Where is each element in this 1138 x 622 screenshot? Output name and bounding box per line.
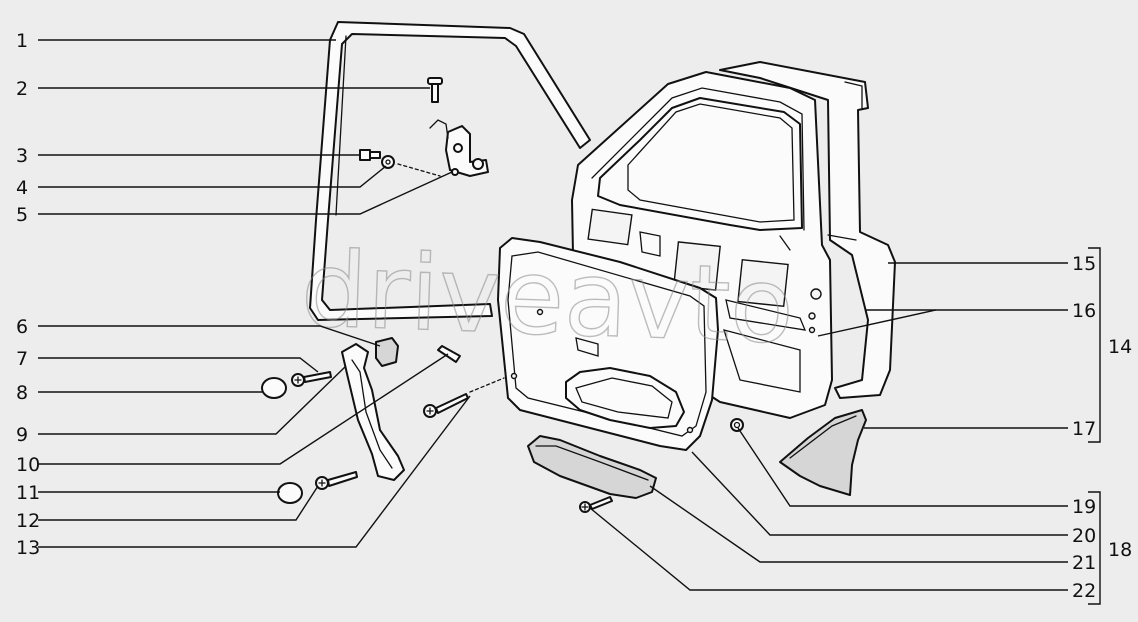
callout-20: 20: [1072, 525, 1096, 547]
callout-9: 9: [16, 424, 28, 446]
screw-7: [291, 371, 332, 387]
watermark-text: driveavto: [299, 228, 796, 367]
nut: [730, 418, 744, 432]
callout-17: 17: [1072, 418, 1096, 440]
bracket-group-18: [1088, 491, 1101, 605]
washer: [381, 155, 395, 169]
leader-lines: [38, 39, 1068, 591]
callout-4: 4: [16, 177, 28, 199]
door-trim-panel: [497, 237, 719, 451]
callout-1: 1: [16, 30, 28, 52]
screw-13: [423, 393, 469, 418]
callout-11: 11: [16, 482, 40, 504]
callout-6: 6: [16, 316, 28, 338]
callout-3: 3: [16, 145, 28, 167]
door-seal-outer: [309, 21, 591, 321]
callout-7: 7: [16, 348, 28, 370]
callout-5: 5: [16, 204, 28, 226]
callout-12: 12: [16, 510, 40, 532]
lower-pocket-assembly: [527, 418, 744, 513]
callout-10: 10: [16, 454, 40, 476]
group-label-18: 18: [1108, 539, 1132, 561]
callout-13: 13: [16, 537, 40, 559]
pin: [427, 77, 443, 103]
clip: [375, 337, 399, 367]
dowel: [437, 345, 461, 363]
panel-cutout-1: [587, 208, 633, 246]
door-seal: [309, 21, 591, 321]
callout-22: 22: [1072, 580, 1096, 602]
lower-trim-piece: [779, 409, 867, 496]
pocket-screw: [579, 496, 613, 513]
screw-12: [315, 471, 358, 490]
group-label-14: 14: [1108, 336, 1132, 358]
callout-15: 15: [1072, 253, 1096, 275]
callout-16: 16: [1072, 300, 1096, 322]
rear-pillar-frame: [719, 61, 896, 399]
callout-21: 21: [1072, 552, 1096, 574]
panel-cutout-3: [737, 258, 789, 308]
cap-11: [277, 482, 303, 504]
callout-2: 2: [16, 78, 28, 100]
small-hardware: [261, 77, 505, 504]
bolt: [359, 149, 381, 161]
striker-bracket: [429, 119, 489, 177]
door-pocket: [527, 435, 657, 499]
cap-8: [261, 377, 287, 399]
callout-8: 8: [16, 382, 28, 404]
grab-handle: [341, 343, 405, 481]
bracket-group-14: [1088, 247, 1101, 443]
callout-19: 19: [1072, 496, 1096, 518]
callout-labels: 1 2 3 4 5 6 7 8 9 10 11 12 13 15 16 17 1…: [16, 30, 1132, 602]
window-opening: [597, 97, 803, 231]
